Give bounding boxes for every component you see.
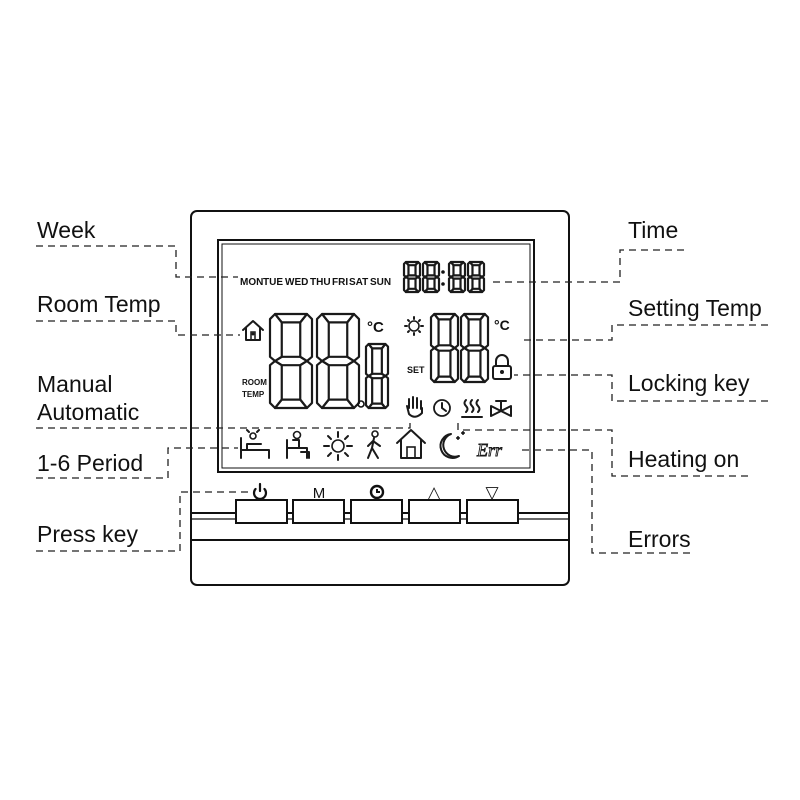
period-2-leave-icon bbox=[286, 430, 310, 459]
lcd-segment bbox=[423, 287, 439, 294]
day-mon: MON bbox=[240, 277, 263, 288]
day-wed: WED bbox=[285, 277, 308, 288]
period-6-night-icon bbox=[439, 431, 465, 459]
heating-icon bbox=[461, 399, 483, 418]
lcd-segment bbox=[273, 398, 309, 410]
lcd-segment bbox=[367, 402, 387, 410]
label-locking-key: Locking key bbox=[628, 370, 750, 396]
room-temp-display bbox=[268, 312, 390, 410]
label-week: Week bbox=[37, 217, 96, 243]
label-time: Time bbox=[628, 217, 679, 243]
clock-button[interactable] bbox=[350, 499, 403, 524]
set-label: SET bbox=[407, 365, 425, 375]
day-fri: FRI bbox=[332, 277, 348, 288]
lcd-segment bbox=[320, 398, 356, 410]
label-heating-on: Heating on bbox=[628, 446, 740, 472]
lcd-segment bbox=[468, 287, 484, 294]
day-tue: TUE bbox=[263, 277, 283, 288]
week-day-row: MON TUE WED THU FRI SAT SUN bbox=[240, 277, 391, 288]
label-press-key: Press key bbox=[37, 521, 138, 547]
period-4-return-icon bbox=[367, 430, 381, 459]
label-period: 1-6 Period bbox=[37, 450, 144, 476]
up-key-label: △ bbox=[427, 483, 441, 502]
valve-icon bbox=[490, 400, 512, 417]
down-key-label: ▽ bbox=[485, 483, 499, 502]
device-body bbox=[190, 210, 570, 586]
error-indicator: Err bbox=[476, 440, 503, 460]
lcd-segment bbox=[463, 375, 486, 384]
down-button[interactable] bbox=[466, 499, 519, 524]
setting-temp-unit: °C bbox=[494, 317, 510, 333]
mode-key-label: M bbox=[313, 485, 326, 502]
power-icon bbox=[252, 482, 268, 501]
room-temp-label-2: TEMP bbox=[242, 390, 265, 399]
manual-hand-icon bbox=[406, 396, 423, 418]
label-setting-temp: Setting Temp bbox=[628, 295, 762, 321]
day-thu: THU bbox=[310, 277, 331, 288]
period-5-home-icon bbox=[396, 429, 426, 459]
label-automatic: Automatic bbox=[37, 399, 140, 425]
automatic-clock-icon bbox=[433, 399, 451, 417]
room-temp-unit: °C bbox=[367, 319, 384, 336]
room-temp-label-1: ROOM bbox=[242, 378, 267, 387]
power-button[interactable] bbox=[235, 499, 288, 524]
lock-icon bbox=[492, 354, 512, 380]
room-house-icon bbox=[242, 320, 264, 341]
settings-sun-icon bbox=[404, 316, 424, 336]
up-button[interactable] bbox=[408, 499, 461, 524]
time-display bbox=[402, 260, 486, 294]
label-manual: Manual bbox=[37, 371, 113, 397]
lcd-segment bbox=[449, 287, 465, 294]
day-sun: SUN bbox=[370, 277, 391, 288]
setting-temp-display bbox=[429, 312, 490, 384]
mode-button[interactable] bbox=[292, 499, 345, 524]
lcd-segment bbox=[433, 375, 456, 384]
lcd-screen bbox=[217, 239, 535, 473]
lcd-segment bbox=[404, 287, 420, 294]
period-1-wake-icon bbox=[240, 429, 270, 459]
leader-lines bbox=[36, 245, 768, 554]
clock-icon bbox=[369, 484, 385, 500]
period-3-day-sun-icon bbox=[323, 431, 353, 461]
label-errors: Errors bbox=[628, 526, 691, 552]
day-sat: SAT bbox=[349, 277, 368, 288]
label-room-temp: Room Temp bbox=[37, 291, 161, 317]
